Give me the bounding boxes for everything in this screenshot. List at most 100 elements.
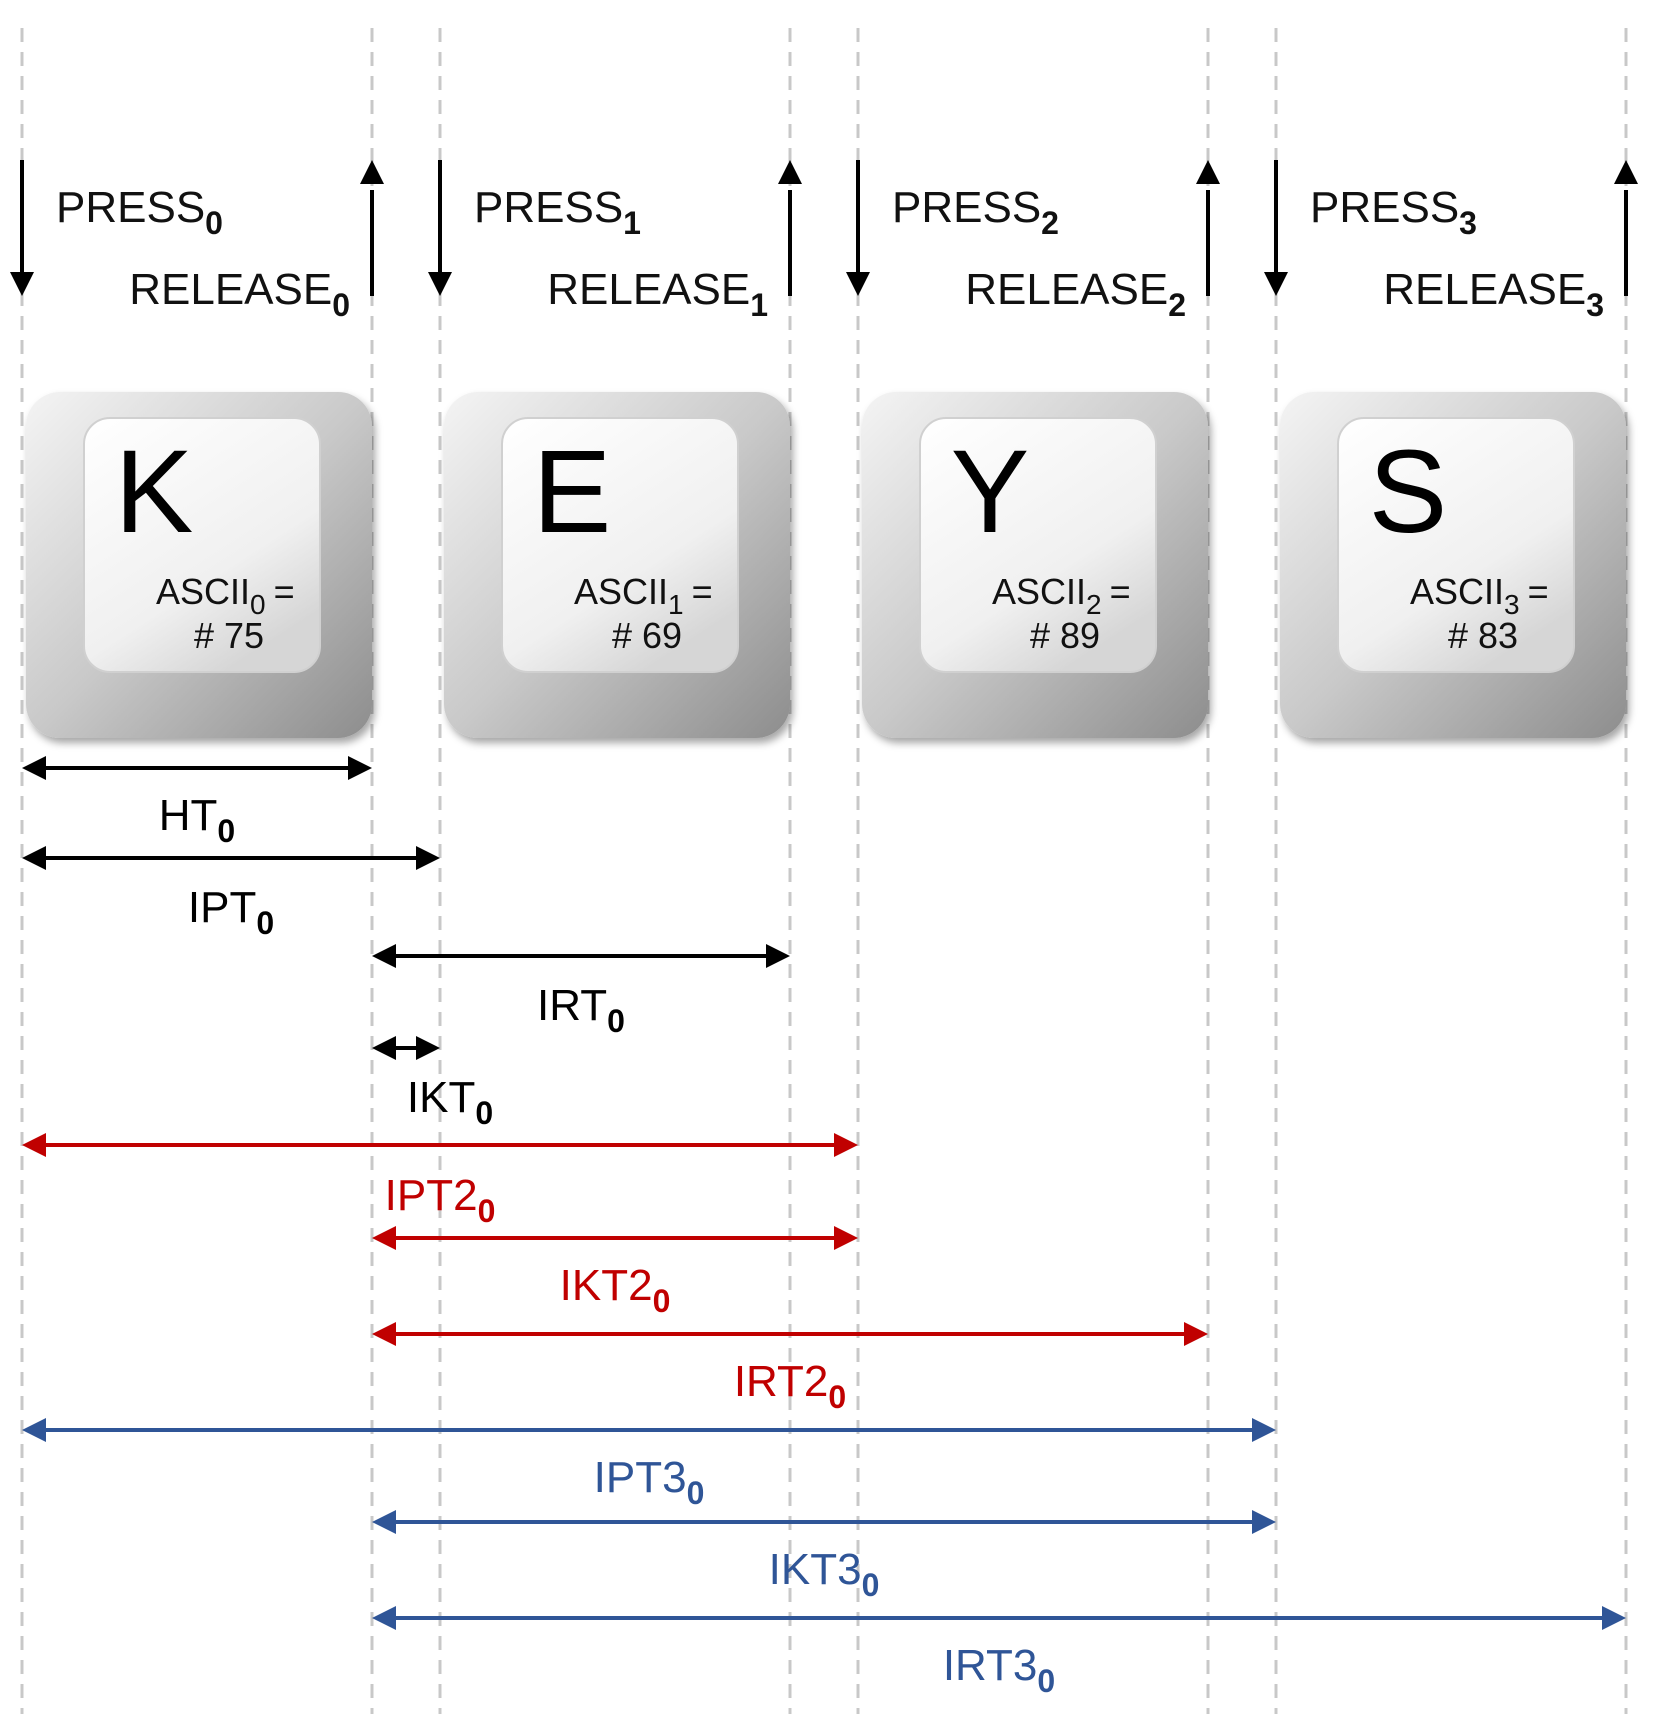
arrow-left-icon: [372, 944, 396, 968]
press-label: PRESS3: [1310, 183, 1477, 241]
measure-ht: HT0: [22, 756, 372, 849]
press-label-subscript: 0: [205, 205, 223, 241]
ascii-code: # 75: [194, 615, 264, 656]
ascii-label: ASCII3=: [1410, 571, 1549, 620]
measure-label: IRT30: [943, 1641, 1055, 1699]
measure-irt: IRT0: [372, 944, 790, 1039]
release-arrow-icon: [778, 160, 802, 184]
arrow-left-icon: [22, 1133, 46, 1157]
measure-label-text: IPT2: [385, 1171, 478, 1220]
measure-label: IKT0: [407, 1073, 493, 1131]
measure-irt2: IRT20: [372, 1322, 1208, 1415]
arrow-right-icon: [834, 1133, 858, 1157]
release-label: RELEASE2: [965, 265, 1186, 323]
arrow-left-icon: [372, 1036, 396, 1060]
release-label: RELEASE1: [547, 265, 768, 323]
arrow-left-icon: [372, 1510, 396, 1534]
ascii-label-subscript: 2: [1086, 589, 1102, 620]
release-label: RELEASE3: [1383, 265, 1604, 323]
key-letter: S: [1369, 426, 1448, 558]
measure-ipt: IPT0: [22, 846, 440, 941]
press-label: PRESS2: [892, 183, 1059, 241]
press-label-subscript: 3: [1459, 205, 1477, 241]
press-arrow-icon: [10, 272, 34, 296]
release-label-subscript: 2: [1168, 287, 1186, 323]
press-label-text: PRESS: [474, 183, 623, 232]
press-label: PRESS1: [474, 183, 641, 241]
arrow-right-icon: [348, 756, 372, 780]
keycap-face: [919, 417, 1157, 673]
key-events: PRESS0RELEASE0PRESS1RELEASE1PRESS2RELEAS…: [10, 160, 1638, 323]
press-label-text: PRESS: [56, 183, 205, 232]
measure-label-text: HT: [159, 791, 218, 840]
release-label-text: RELEASE: [547, 265, 750, 314]
measure-label: HT0: [159, 791, 235, 849]
release-label-subscript: 0: [332, 287, 350, 323]
measure-ipt2: IPT20: [22, 1133, 858, 1229]
ascii-code: # 89: [1030, 615, 1100, 656]
arrow-right-icon: [1252, 1418, 1276, 1442]
measure-irt3: IRT30: [372, 1606, 1626, 1699]
press-label-subscript: 1: [623, 205, 641, 241]
arrow-left-icon: [372, 1606, 396, 1630]
measure-label: IPT0: [188, 883, 274, 941]
ascii-label-equals: =: [1110, 571, 1131, 612]
measure-label: IPT20: [385, 1171, 496, 1229]
measure-label-subscript: 0: [217, 813, 235, 849]
measure-label-text: IKT3: [769, 1545, 862, 1594]
keycap-s: S ASCII3=# 83: [1280, 392, 1626, 738]
timing-measures: HT0IPT0IRT0IKT0IPT20IKT20IRT20IPT30IKT30…: [22, 756, 1626, 1699]
measure-label-subscript: 0: [475, 1095, 493, 1131]
measure-ikt2: IKT20: [372, 1226, 858, 1319]
ascii-label-subscript: 0: [250, 589, 266, 620]
time-gridlines: [20, 28, 1628, 1714]
arrow-right-icon: [766, 944, 790, 968]
key-letter: Y: [951, 426, 1030, 558]
ascii-label: ASCII2=: [992, 571, 1131, 620]
press-arrow-icon: [1264, 272, 1288, 296]
measure-label-subscript: 0: [687, 1475, 705, 1511]
ascii-label-text: ASCII: [156, 571, 250, 612]
ascii-code: # 83: [1448, 615, 1518, 656]
arrow-right-icon: [416, 1036, 440, 1060]
measure-label-text: IKT2: [560, 1261, 653, 1310]
arrow-left-icon: [22, 756, 46, 780]
arrow-right-icon: [1252, 1510, 1276, 1534]
measure-label: IPT30: [594, 1453, 705, 1511]
measure-label-subscript: 0: [653, 1283, 671, 1319]
ascii-code: # 69: [612, 615, 682, 656]
measure-label-subscript: 0: [828, 1379, 846, 1415]
arrow-right-icon: [1184, 1322, 1208, 1346]
press-label: PRESS0: [56, 183, 223, 241]
measure-label-text: IRT3: [943, 1641, 1038, 1690]
press-label-text: PRESS: [892, 183, 1041, 232]
measure-label-text: IRT2: [734, 1357, 829, 1406]
measure-ipt3: IPT30: [22, 1418, 1276, 1511]
measure-label-subscript: 0: [256, 905, 274, 941]
measure-label: IKT30: [769, 1545, 880, 1603]
measure-ikt3: IKT30: [372, 1510, 1276, 1603]
measure-label-subscript: 0: [1037, 1663, 1055, 1699]
release-label-text: RELEASE: [129, 265, 332, 314]
measure-label-subscript: 0: [478, 1193, 496, 1229]
release-arrow-icon: [1196, 160, 1220, 184]
measure-label-text: IPT: [188, 883, 256, 932]
arrow-left-icon: [372, 1322, 396, 1346]
keycap-face: [501, 417, 739, 673]
ascii-label-subscript: 3: [1504, 589, 1520, 620]
key-letter: K: [115, 426, 194, 558]
ascii-label-equals: =: [692, 571, 713, 612]
press-label-subscript: 2: [1041, 205, 1059, 241]
release-label-text: RELEASE: [965, 265, 1168, 314]
measure-ikt: IKT0: [372, 1036, 493, 1131]
release-label: RELEASE0: [129, 265, 350, 323]
arrow-right-icon: [1602, 1606, 1626, 1630]
measure-label: IRT0: [537, 981, 625, 1039]
ascii-label-text: ASCII: [1410, 571, 1504, 612]
